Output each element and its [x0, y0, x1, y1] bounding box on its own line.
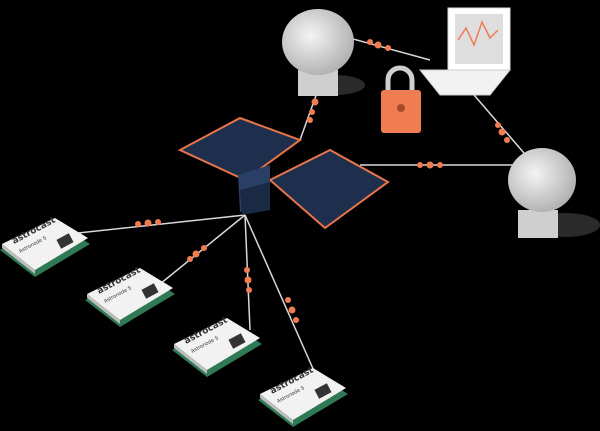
qr-code-icon	[56, 233, 74, 249]
link-module-1	[77, 214, 246, 234]
qr-code-icon	[228, 333, 246, 349]
qr-code-icon	[141, 283, 159, 299]
astronode-module: astrocast Astronode S	[258, 365, 348, 427]
ground-station-dish-icon	[282, 9, 365, 96]
satellite-icon	[177, 116, 390, 230]
astronode-module: astrocast Astronode S	[85, 265, 175, 327]
signal-dots	[135, 39, 510, 323]
link-dish-satellite	[299, 89, 319, 141]
ground-station-dish-icon	[508, 148, 600, 238]
laptop-dashboard-icon	[418, 7, 512, 96]
astronode-module: astrocast Astronode S	[0, 215, 90, 277]
qr-code-icon	[314, 383, 332, 399]
padlock-icon	[381, 65, 421, 133]
link-module-4	[244, 214, 319, 381]
astronode-module: astrocast Astronode S	[172, 315, 262, 377]
